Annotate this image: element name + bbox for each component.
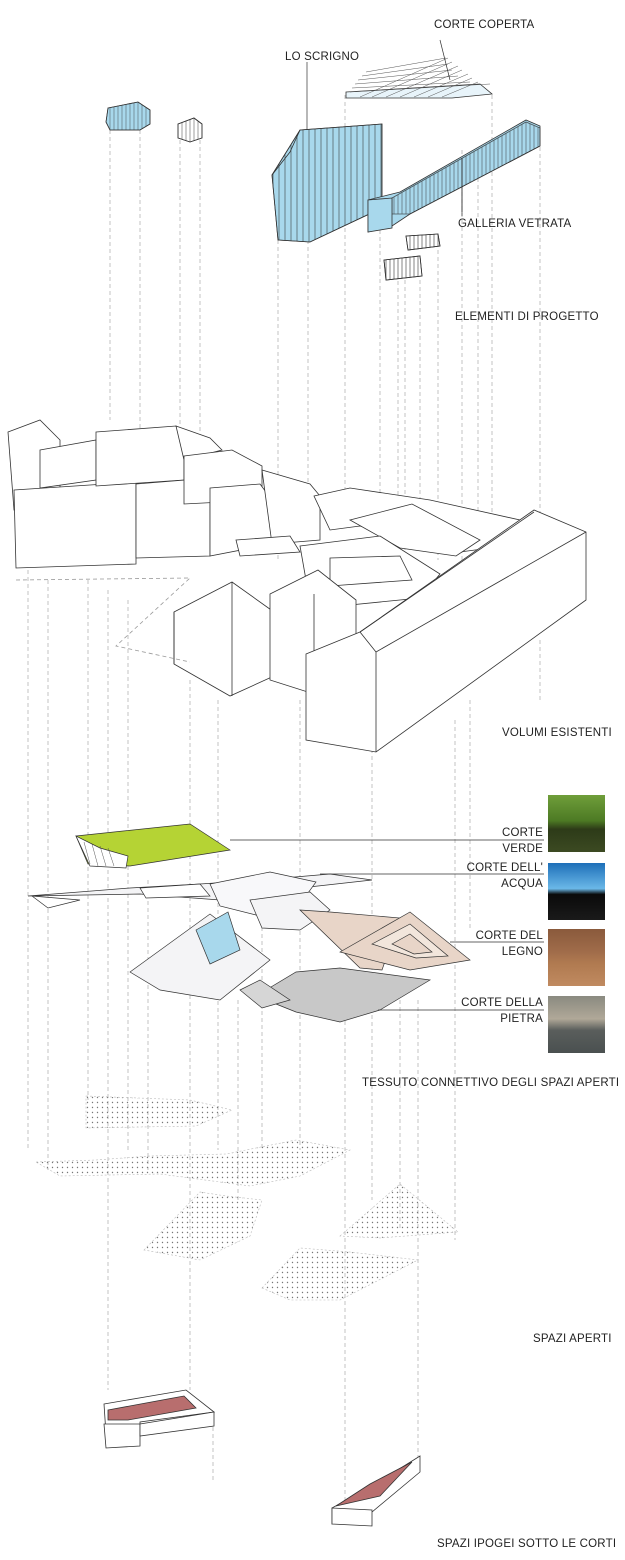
label-corte-acqua-line2: ACQUA [501,878,543,890]
corte-verde-plane [75,823,544,869]
hypogeum-2 [331,1455,421,1527]
water-thumbnail [548,863,605,920]
galleria-vetrata [367,119,541,233]
label-corte-coperta: CORTE COPERTA [434,19,535,31]
lo-scrigno [271,62,383,243]
label-corte-pietra-line1: CORTE DELLA [461,997,543,1009]
corte-legno-plane [299,909,544,971]
label-galleria-vetrata: GALLERIA VETRATA [458,218,572,230]
design-elements [105,39,541,281]
label-corte-pietra-line2: PIETRA [500,1013,543,1025]
grass-thumbnail [548,795,605,852]
label-spazi-ipogei: SPAZI IPOGEI SOTTO LE CORTI [437,1538,617,1550]
small-glass-pavilion-1 [105,101,151,131]
label-tessuto-connettivo: TESSUTO CONNETTIVO DEGLI SPAZI APERTI [362,1077,620,1089]
label-elementi-di-progetto: ELEMENTI DI PROGETTO [455,311,599,323]
stone-thumbnail [548,996,605,1053]
corte-coperta-roof [345,39,493,99]
label-volumi-esistenti: VOLUMI ESISTENTI [502,727,612,739]
connective-tissue [27,823,544,1023]
label-lo-scrigno: LO SCRIGNO [285,51,360,63]
hypogeum-1 [103,1389,215,1449]
open-spaces [34,1095,459,1301]
label-corte-legno-line1: CORTE DEL [475,930,543,942]
hypogeal-spaces [103,1389,421,1527]
glass-box-1 [405,233,441,251]
label-corte-legno-line2: LEGNO [501,946,543,958]
wood-thumbnail [548,929,605,986]
small-glass-pavilion-2 [177,117,203,143]
existing-volumes [7,419,587,753]
glass-box-2 [383,255,423,281]
label-corte-verde-line1: CORTE [501,827,543,839]
label-corte-verde-line2: VERDE [502,843,543,855]
label-spazi-aperti: SPAZI APERTI [533,1333,612,1345]
label-corte-acqua-line1: CORTE DELL' [466,862,543,874]
corte-pietra-plane [239,967,544,1023]
